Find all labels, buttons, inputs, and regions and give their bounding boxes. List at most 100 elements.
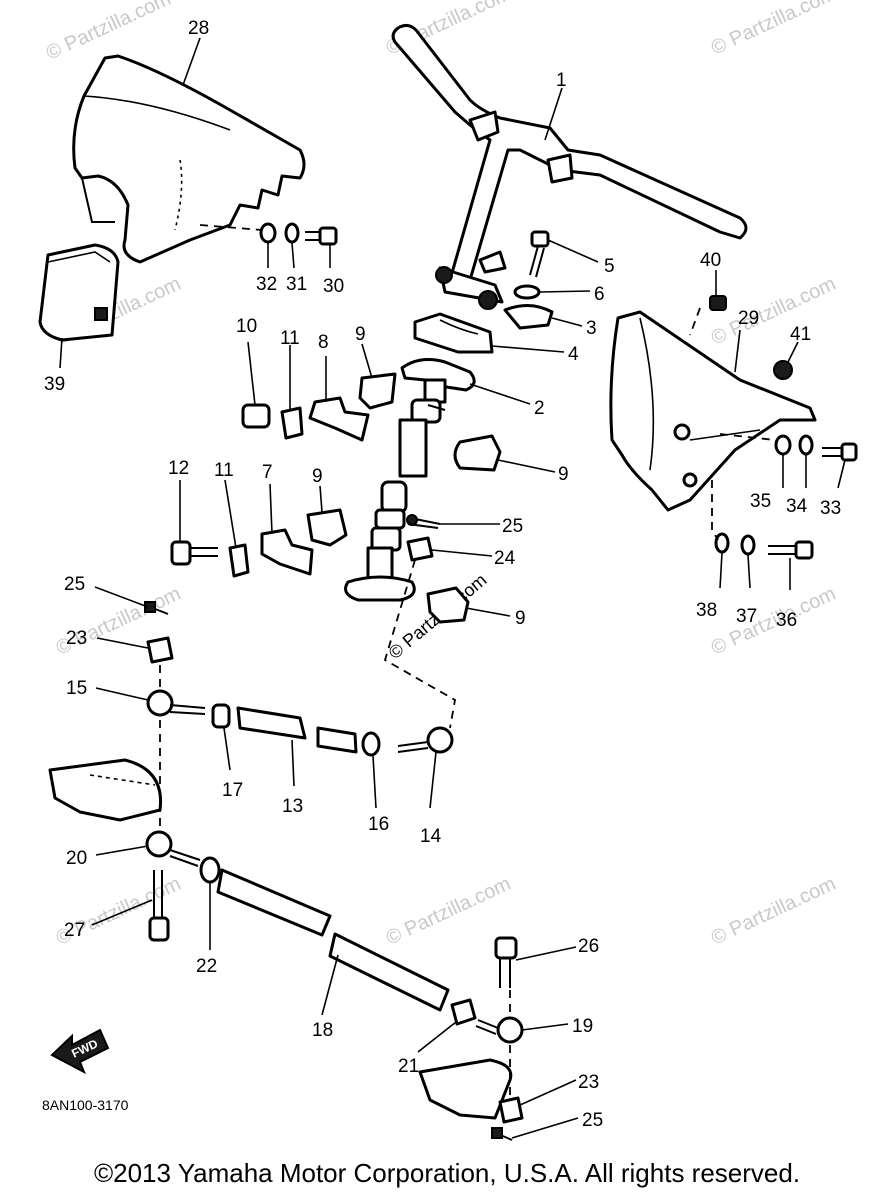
clamp-4 [413, 312, 494, 354]
nut-41 [773, 360, 793, 380]
nut-21 [450, 998, 477, 1026]
callout-20: 20 [66, 848, 87, 869]
bushing-11a [280, 406, 304, 440]
callout-5: 5 [604, 256, 615, 277]
bolt-26 [494, 936, 518, 988]
washer-37 [740, 534, 756, 556]
handlebar-holder [435, 266, 504, 310]
drawing-code: 8AN100-3170 [42, 1097, 129, 1113]
bushing-9a [358, 372, 397, 410]
watermark: © Partzilla.com [43, 0, 174, 65]
callout-6: 6 [594, 284, 605, 305]
callout-18: 18 [312, 1020, 333, 1041]
nut-23b [498, 1096, 524, 1124]
headlight-lens-39 [38, 243, 120, 342]
callout-31: 31 [286, 274, 307, 295]
callout-9a: 9 [355, 324, 366, 345]
callout-16: 16 [368, 814, 389, 835]
callout-34: 34 [786, 496, 808, 517]
forward-arrow-icon: FWD [50, 1028, 110, 1075]
callout-24: 24 [494, 548, 516, 569]
callout-35: 35 [750, 491, 771, 512]
nut-40 [709, 295, 727, 311]
nut-17 [211, 703, 231, 729]
bracket-8 [308, 396, 370, 442]
tie-rod-18a [216, 868, 332, 937]
handlebar-1 [391, 23, 748, 282]
dash-panel-29 [609, 310, 817, 512]
bushing-9c [306, 508, 348, 547]
callout-22: 22 [196, 956, 217, 977]
bolt-12 [170, 540, 218, 566]
bolt-25a [406, 514, 441, 529]
callout-28: 28 [188, 18, 209, 39]
callout-32: 32 [256, 274, 277, 295]
bolt-25c [491, 1127, 513, 1141]
callout-38: 38 [696, 600, 717, 621]
rod-end-14 [397, 726, 454, 754]
callout-11a: 11 [280, 328, 300, 349]
nut-24 [406, 536, 434, 562]
handlebar-cover-28 [72, 54, 306, 264]
tube-13 [236, 706, 307, 740]
bracket-lower-left [48, 758, 163, 822]
washer-6 [513, 284, 541, 300]
callout-21: 21 [398, 1056, 419, 1077]
callout-29: 29 [738, 308, 759, 329]
callouts: 28 1 5 6 3 4 32 31 30 39 40 29 41 10 11 … [44, 18, 841, 1131]
watermark: © Partzilla.com [708, 273, 839, 350]
watermark: © Partzilla.com [383, 873, 514, 950]
bracket-7 [260, 528, 314, 576]
callout-25a: 25 [502, 516, 523, 537]
bolt-33 [822, 442, 858, 462]
callout-36: 36 [776, 610, 797, 631]
tie-rod-18b [328, 932, 450, 1012]
bolt-30 [305, 226, 338, 246]
callout-17: 17 [222, 780, 243, 801]
nut-23a [146, 636, 174, 664]
bolt-36 [768, 540, 814, 560]
callout-40: 40 [700, 250, 721, 271]
nut-16 [361, 731, 381, 757]
callout-39: 39 [44, 374, 65, 395]
washer-38 [714, 532, 730, 554]
nut-22 [199, 856, 221, 884]
nut-10 [241, 403, 271, 429]
callout-41: 41 [790, 324, 811, 345]
washer-34 [798, 434, 814, 456]
bolt-5 [529, 230, 550, 278]
bushing-11b [228, 543, 250, 578]
callout-4: 4 [568, 344, 579, 365]
callout-14: 14 [420, 826, 442, 847]
callout-30: 30 [323, 276, 344, 297]
steering-shaft-lower [344, 480, 416, 602]
callout-3: 3 [586, 318, 597, 339]
callout-23a: 23 [66, 628, 87, 649]
callout-9c: 9 [312, 466, 323, 487]
callout-23b: 23 [578, 1072, 599, 1093]
washer-32 [259, 222, 277, 244]
callout-37: 37 [736, 606, 757, 627]
leader-lines [59, 37, 846, 1139]
watermark: © Partzilla.com [708, 0, 839, 60]
callout-8: 8 [318, 332, 329, 353]
callout-25c: 25 [582, 1110, 603, 1131]
rod-end-20 [145, 830, 201, 867]
assembly-lines [159, 224, 776, 1095]
watermark: © Partzilla.com [708, 583, 839, 660]
callout-25b: 25 [64, 574, 85, 595]
callout-2: 2 [534, 398, 545, 419]
callout-12: 12 [168, 458, 189, 479]
washer-31 [284, 222, 300, 244]
callout-11b: 11 [214, 460, 234, 481]
callout-19: 19 [572, 1016, 593, 1037]
callout-13: 13 [282, 796, 303, 817]
bolt-27 [148, 870, 170, 942]
bushing-9b [453, 434, 502, 472]
copyright-notice: ©2013 Yamaha Motor Corporation, U.S.A. A… [93, 1158, 801, 1188]
callout-7: 7 [262, 462, 273, 483]
callout-26: 26 [578, 936, 599, 957]
callout-33: 33 [820, 498, 841, 519]
bracket-lower-right [418, 1058, 513, 1120]
